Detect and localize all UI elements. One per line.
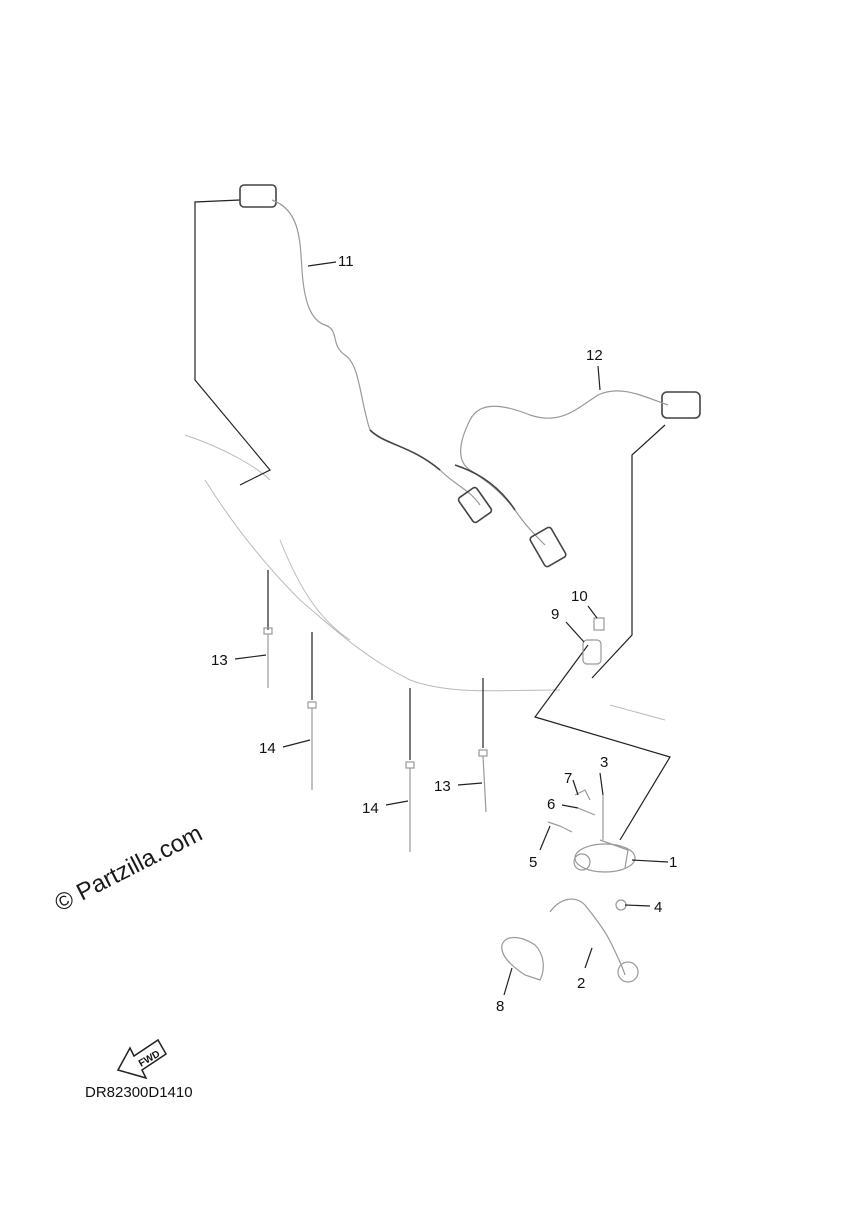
callout-leaders (234, 261, 669, 996)
callout-9: 9 (551, 606, 559, 623)
nut-10 (593, 617, 605, 631)
partzilla-watermark: © Partzilla.com (50, 820, 206, 917)
callout-11: 11 (338, 253, 354, 270)
callout-5: 5 (529, 854, 537, 871)
bolt-14-right (405, 761, 415, 852)
callout-12: 12 (586, 347, 603, 364)
wire-harness-11 (239, 184, 493, 524)
callout-13-left: 13 (211, 652, 228, 669)
bolt-14-left (307, 701, 317, 790)
wire-harness-12 (454, 390, 701, 568)
brake-pedal-2 (549, 898, 639, 983)
callout-14-left: 14 (259, 740, 276, 757)
callout-14-right: 14 (362, 800, 379, 817)
pedal-bracket-1 (573, 839, 636, 873)
bolt-13-right (478, 749, 488, 813)
fwd-arrow-icon: FWD (116, 1038, 167, 1080)
bolt-6 (577, 807, 596, 816)
callout-7: 7 (564, 770, 572, 787)
clip-7 (574, 789, 591, 801)
callout-8: 8 (496, 998, 504, 1015)
callout-2: 2 (577, 975, 585, 992)
bolt-13-left (263, 627, 273, 688)
spring-5 (547, 821, 573, 833)
leader-lines (194, 199, 671, 841)
diagram-code: DR82300D1410 (85, 1084, 193, 1101)
collar-9 (582, 639, 602, 665)
callout-4: 4 (654, 899, 662, 916)
callout-10: 10 (571, 588, 588, 605)
callout-1: 1 (669, 854, 677, 871)
callout-3: 3 (600, 754, 608, 771)
callout-13-right: 13 (434, 778, 451, 795)
washer-4 (615, 899, 627, 911)
ghost-frame-outline (184, 434, 666, 721)
pedal-cover-8 (501, 936, 544, 981)
callout-6: 6 (547, 796, 555, 813)
